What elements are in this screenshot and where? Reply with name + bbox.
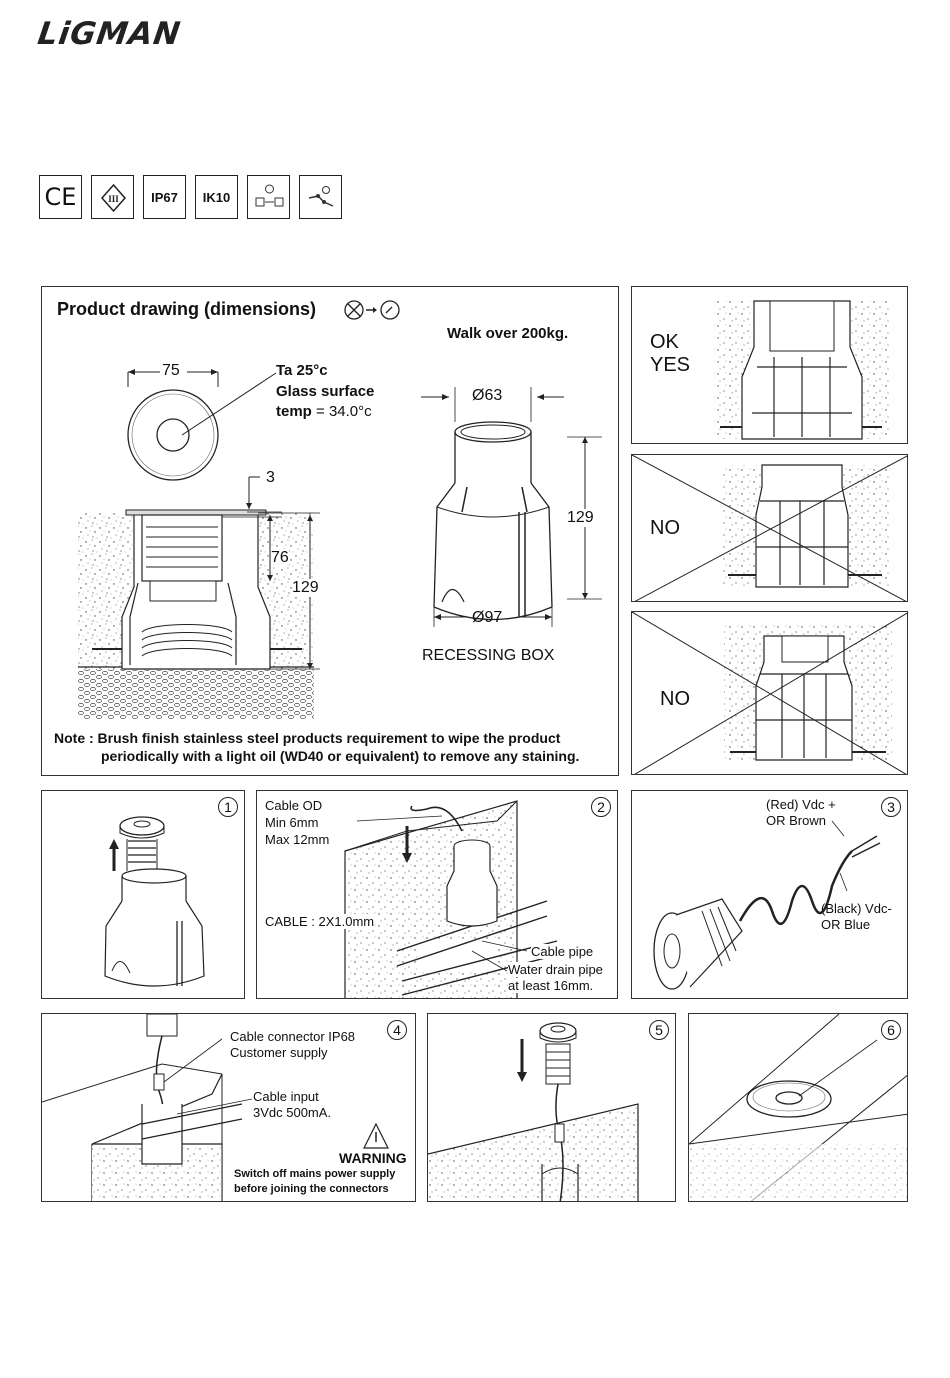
svg-text:III: III (108, 194, 119, 204)
glass-surface-label: Glass surface (276, 383, 375, 400)
warning-text-1: Switch off mains power supply (234, 1168, 396, 1180)
drawing-title: Product drawing (dimensions) (57, 299, 317, 319)
step-5-number: 5 (649, 1020, 669, 1040)
ok-label: OK (650, 331, 679, 353)
recessing-box-label: RECESSING BOX (422, 647, 555, 664)
install-no-panel-1: NO (631, 454, 908, 602)
yes-label: YES (650, 354, 691, 376)
dim-129-left: 129 (292, 579, 319, 597)
dimension-drawing (78, 369, 602, 719)
step-1-panel: 1 (41, 790, 245, 999)
ik10-icon: IK10 (195, 175, 238, 219)
no-label-2: NO (660, 688, 690, 710)
class-iii-icon: III (91, 175, 134, 219)
dim-76: 76 (271, 549, 289, 567)
black-wire-label: (Black) Vdc- (821, 901, 892, 916)
connector-label-2: Customer supply (230, 1045, 328, 1060)
drain-pipe-label-1: Water drain pipe (508, 962, 603, 977)
cable-min-label: Min 6mm (265, 815, 319, 830)
brown-wire-label: OR Brown (766, 813, 826, 828)
dim-97: Ø97 (472, 609, 503, 626)
step-2-number: 2 (591, 797, 611, 817)
blue-wire-label: OR Blue (821, 917, 871, 932)
ta-label: Ta 25°c (276, 362, 328, 379)
install-ok-panel: OK YES (631, 286, 908, 444)
dim-75: 75 (162, 362, 180, 379)
step-3-panel: 3 (Red) Vdc + OR Brown (Black) Vdc- OR B… (631, 790, 908, 999)
step-4-number: 4 (387, 1020, 407, 1040)
step-1-number: 1 (218, 797, 238, 817)
cable-input-label-1: Cable input (253, 1089, 319, 1104)
cable-input-label-2: 3Vdc 500mA. (253, 1105, 332, 1120)
cable-pipe-label: Cable pipe (531, 944, 594, 959)
step-2-panel: 2 Cable OD Min 6mm Max 12mm CABLE : 2X1.… (256, 790, 618, 999)
glass-temp-label: temp = 34.0°c (276, 403, 372, 420)
step-3-number: 3 (881, 797, 901, 817)
cable-max-label: Max 12mm (265, 832, 330, 847)
connector-icon (299, 175, 342, 219)
ip67-icon: IP67 (143, 175, 186, 219)
warning-label: WARNING (339, 1150, 407, 1166)
product-drawing-panel: Product drawing (dimensions) Walk over 2… (41, 286, 619, 776)
cable-spec-label: CABLE : 2X1.0mm (265, 914, 375, 929)
driver-temperature-icon (247, 175, 290, 219)
step-6-panel: 6 (688, 1013, 908, 1202)
dim-129-right: 129 (567, 509, 594, 527)
ce-mark-icon: CE (39, 175, 82, 219)
cable-od-label: Cable OD (265, 798, 323, 813)
dim-3: 3 (266, 469, 275, 486)
driver-change-icon (344, 300, 400, 320)
step-6-number: 6 (881, 1020, 901, 1040)
dim-63: Ø63 (472, 387, 503, 404)
note-line-2: periodically with a light oil (WD40 or e… (101, 748, 580, 764)
step-5-panel: 5 (427, 1013, 676, 1202)
warning-text-2: before joining the connectors (234, 1183, 389, 1195)
connector-label-1: Cable connector IP68 (230, 1029, 356, 1044)
brand-logo: LiGMAN (35, 16, 184, 52)
note-line-1: Note : Brush finish stainless steel prod… (54, 730, 561, 746)
no-label-1: NO (650, 517, 680, 539)
red-wire-label: (Red) Vdc + (766, 797, 836, 812)
install-no-panel-2: NO (631, 611, 908, 775)
walk-over-label: Walk over 200kg. (447, 325, 569, 342)
step-4-panel: 4 Cable connector IP68 Customer supply C… (41, 1013, 416, 1202)
drain-pipe-label-2: at least 16mm. (508, 978, 594, 993)
